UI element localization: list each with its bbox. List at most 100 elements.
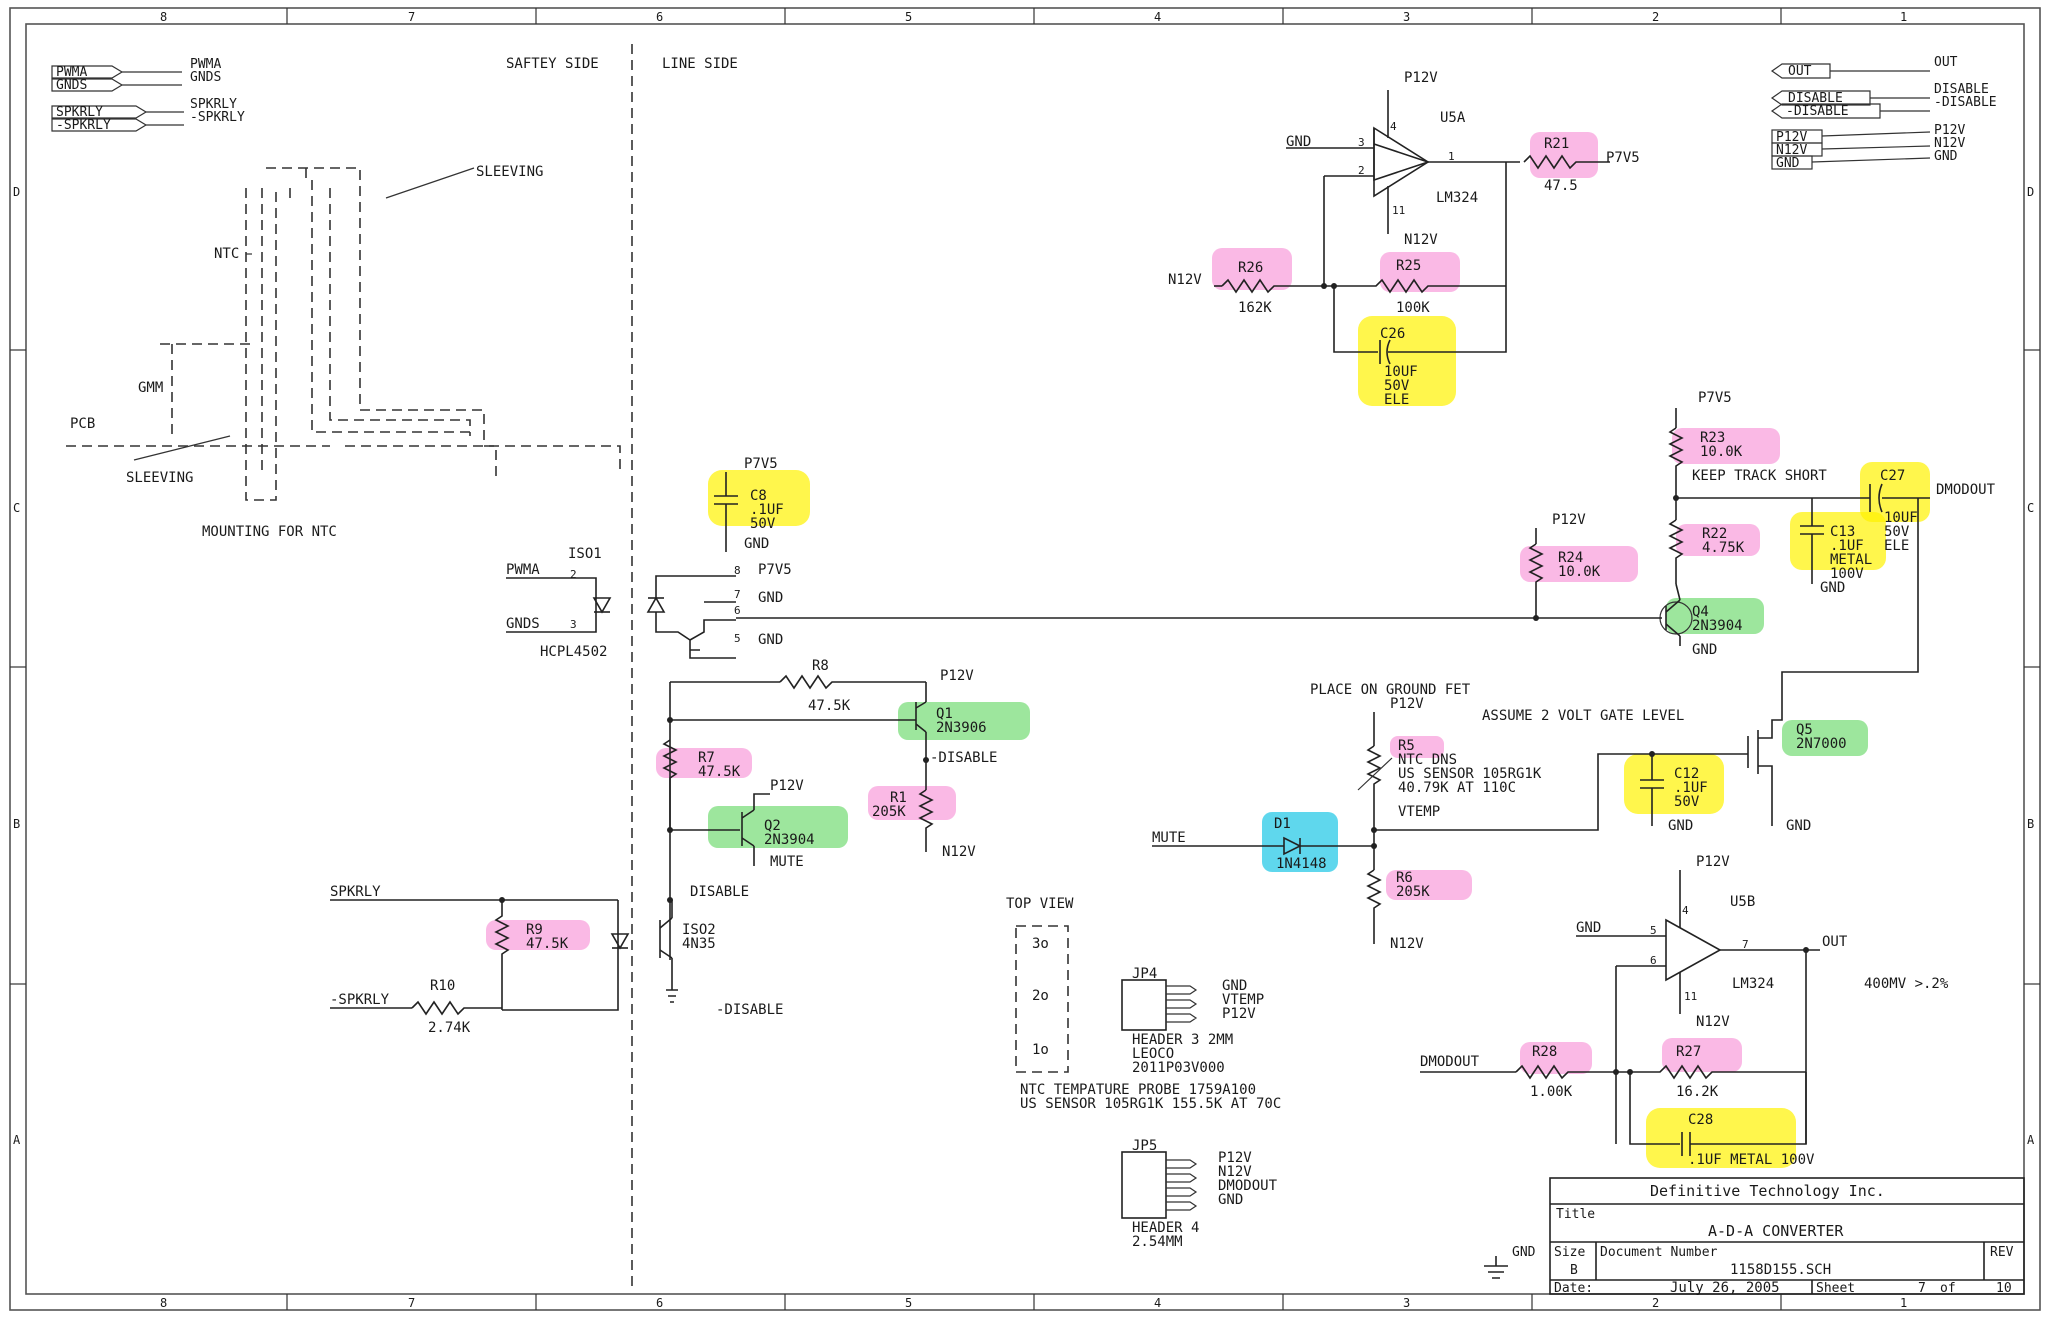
place-ground-note: PLACE ON GROUND FET	[1310, 682, 1471, 698]
port-p12v-label: P12V	[1934, 123, 1965, 138]
c12-ref: C12	[1674, 766, 1699, 782]
iso1-pwma: PWMA	[506, 562, 540, 578]
u5b-gnd: GND	[1576, 920, 1601, 936]
r6-n12v: N12V	[1390, 936, 1424, 952]
size-value: B	[1570, 1263, 1578, 1278]
r8-value: 47.5K	[808, 698, 851, 714]
u5a-pin2: 2	[1358, 164, 1365, 177]
iso1-ref: ISO1	[568, 546, 602, 562]
r24-ref: R24	[1558, 550, 1583, 566]
u5b-ref: U5B	[1730, 894, 1755, 910]
zone-col-8-bottom: 8	[160, 1296, 167, 1310]
r1-value: 205K	[872, 804, 906, 820]
port-ndisable: -DISABLE -DISABLE	[1770, 95, 1997, 119]
jp5-header: JP5 P12V N12V DMODOUT GND HEADER 4 2.54M…	[1121, 1138, 1278, 1250]
jp4-pin-gnd: GND	[1222, 978, 1247, 994]
of-value: 10	[1996, 1281, 2012, 1296]
zone-row-a-left: A	[13, 1133, 21, 1147]
jp4-pin-p12v: P12V	[1222, 1006, 1256, 1022]
date-value: July 26, 2005	[1670, 1280, 1780, 1296]
r28-dmodout: DMODOUT	[1420, 1054, 1480, 1070]
r25-value: 100K	[1396, 300, 1430, 316]
jp5-pin-n12v: N12V	[1218, 1164, 1252, 1180]
mounting-gmm: GMM	[138, 380, 163, 396]
port-p12v: P12V P12V	[1771, 123, 1965, 145]
c26-v1: 10UF	[1384, 364, 1418, 380]
u5a-n12v: N12V	[1404, 232, 1438, 248]
zone-col-6-top: 6	[656, 10, 663, 24]
ntc-mounting-drawing: SLEEVING NTC GMM PCB SLEEVING MOUNTING F…	[66, 164, 621, 540]
zone-col-4-top: 4	[1154, 10, 1161, 24]
port-out: OUT OUT	[1770, 55, 1958, 79]
drawing-frame: 8 7 6 5 4 3 2 1 8 7 6 5 4 3 2 1 D C B A …	[9, 7, 2041, 1311]
port-n12v: N12V N12V	[1771, 136, 1965, 158]
zone-col-1-bottom: 1	[1900, 1296, 1907, 1310]
c26-v2: 50V	[1384, 378, 1410, 394]
jp4-l3: 2011P03V000	[1132, 1060, 1225, 1076]
c13-v3: 100V	[1830, 566, 1864, 582]
port-pwma: PWMA PWMA	[51, 57, 221, 80]
r24-net: P12V	[1552, 512, 1586, 528]
iso2-spkrly: SPKRLY	[330, 884, 381, 900]
d1-ref: D1	[1274, 816, 1291, 832]
port-spkrly-label: SPKRLY	[190, 97, 237, 112]
assume-gate-note: ASSUME 2 VOLT GATE LEVEL	[1482, 708, 1684, 724]
zone-col-2-bottom: 2	[1652, 1296, 1659, 1310]
c28-value: .1UF METAL 100V	[1688, 1152, 1815, 1168]
r26-ref: R26	[1238, 260, 1263, 276]
r1-n12v: N12V	[942, 844, 976, 860]
u5a-p12v: P12V	[1404, 70, 1438, 86]
sheet-label: Sheet	[1816, 1281, 1855, 1296]
docnum-value: 1158D155.SCH	[1730, 1262, 1831, 1278]
port-n12v-label: N12V	[1934, 136, 1965, 151]
u5a-pin11: 11	[1392, 204, 1405, 217]
q1-p12v: P12V	[940, 668, 974, 684]
port-gnd-label: GND	[1934, 149, 1958, 164]
mounting-sleeving-bottom: SLEEVING	[126, 470, 193, 486]
zone-row-c-right: C	[2027, 501, 2034, 515]
iso2-part: 4N35	[682, 936, 716, 952]
r1-ref: R1	[890, 790, 907, 806]
ntc-probe-line2: US SENSOR 105RG1K 155.5K AT 70C	[1020, 1096, 1281, 1112]
r5-p12v: P12V	[1390, 696, 1424, 712]
r21-value: 47.5	[1544, 178, 1578, 194]
c13-ref: C13	[1830, 524, 1855, 540]
q2-ref: Q2	[764, 818, 781, 834]
disable-logic: R8 47.5K P12V Q1 2N3906 -DISABLE R1 205K…	[662, 658, 997, 960]
iso1-pin5: 5	[734, 632, 741, 645]
out-spec-note: 400MV >.2%	[1864, 976, 1949, 992]
u5b-pin4: 4	[1682, 904, 1689, 917]
jp5-pin-dmodout: DMODOUT	[1218, 1178, 1278, 1194]
right-port-connectors: OUT OUT DISABLE DISABLE -DISABLE -DISABL…	[1770, 55, 1997, 171]
port-disable-box: DISABLE	[1788, 91, 1843, 106]
zone-col-2-top: 2	[1652, 10, 1659, 24]
iso1-pin3: 3	[570, 618, 577, 631]
c26-v3: ELE	[1384, 392, 1409, 408]
q1-ref: Q1	[936, 706, 953, 722]
date-label: Date:	[1554, 1281, 1593, 1296]
marker-highlights	[486, 132, 1930, 1168]
r22-value: 4.75K	[1702, 540, 1745, 556]
port-nspkrly-box: -SPKRLY	[56, 118, 111, 133]
c13-gnd: GND	[1820, 580, 1845, 596]
jp4-l2: LEOCO	[1132, 1046, 1174, 1062]
port-p12v-box: P12V	[1776, 130, 1807, 145]
c12-v1: .1UF	[1674, 780, 1708, 796]
u5a-pin4: 4	[1390, 120, 1397, 133]
zone-col-3-bottom: 3	[1403, 1296, 1410, 1310]
u5b-out: OUT	[1822, 934, 1848, 950]
c8-gnd: GND	[744, 536, 769, 552]
q2-p12v: P12V	[770, 778, 804, 794]
r26-value: 162K	[1238, 300, 1272, 316]
port-disable-label: DISABLE	[1934, 82, 1989, 97]
iso1-pin7: 7	[734, 588, 741, 601]
zone-row-d-left: D	[13, 185, 20, 199]
c8-decoupling: P7V5 C8 .1UF 50V GND	[714, 456, 784, 552]
q4-ref: Q4	[1692, 604, 1709, 620]
c26-ref: C26	[1380, 326, 1405, 342]
port-out-label: OUT	[1934, 55, 1958, 70]
disable-net: DISABLE	[690, 884, 749, 900]
top-view-label: TOP VIEW	[1006, 896, 1074, 912]
iso1-p8-net: P7V5	[758, 562, 792, 578]
